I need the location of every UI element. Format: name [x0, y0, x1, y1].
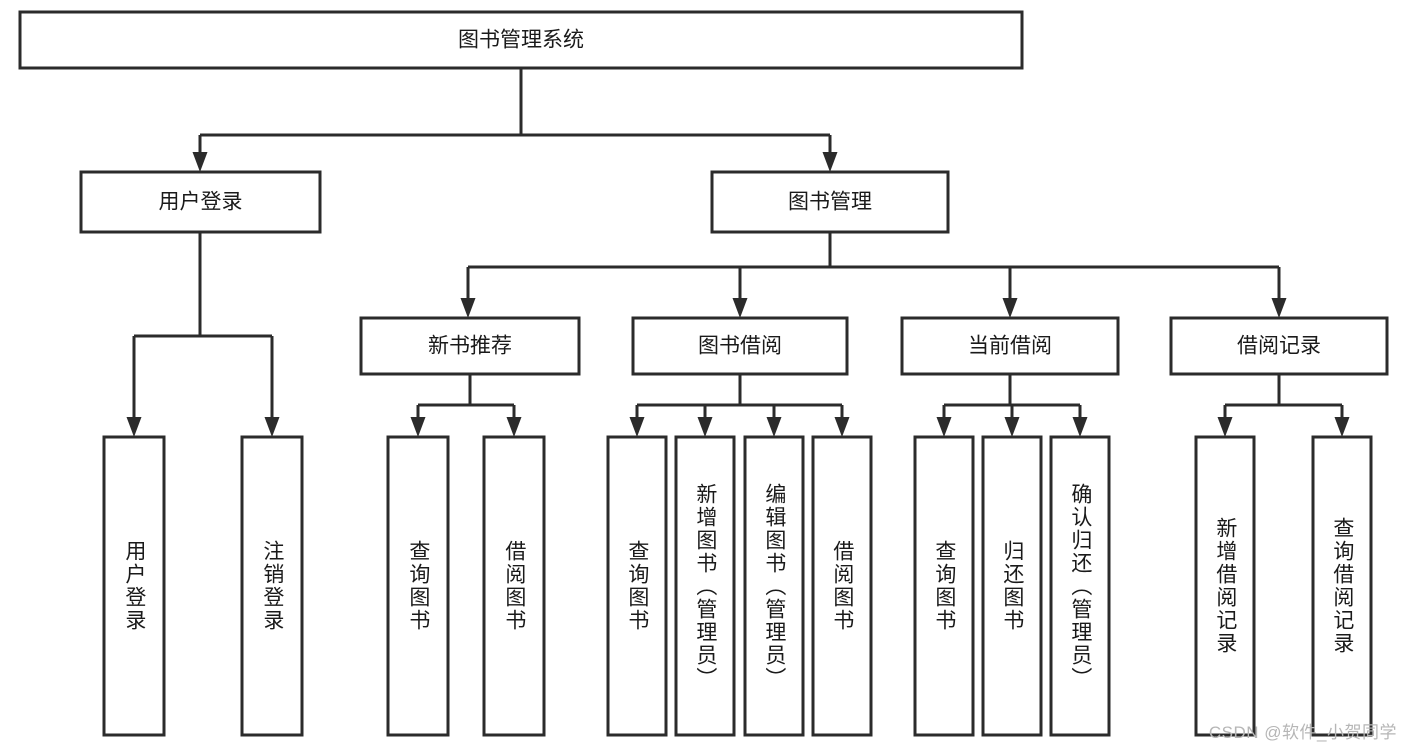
node-book-borrow[interactable]: 图书借阅 [631, 316, 849, 376]
node-label-user-login: 用户登录 [159, 191, 243, 214]
node-label-current-borrow: 当前借阅 [968, 335, 1052, 358]
connector-edge-to-leaf-logout [264, 336, 280, 437]
connector-edge-to-leaf-confirm-return [1072, 405, 1088, 437]
connector-edge-to-current-borrow [1002, 267, 1018, 318]
node-user-login[interactable]: 用户登录 [79, 170, 322, 234]
connector-edge-to-leaf-query-book-cur [936, 405, 952, 437]
node-box-leaf-add-record[interactable] [1194, 435, 1256, 737]
connector-edge-to-leaf-query-book-rec [410, 405, 426, 437]
connector-edge-to-leaf-borrow-book-rec [506, 405, 522, 437]
node-box-leaf-user-login[interactable] [102, 435, 166, 737]
connector-layer [126, 68, 1350, 437]
node-current-borrow[interactable]: 当前借阅 [900, 316, 1120, 376]
arrow-head-icon [822, 152, 838, 172]
arrow-head-icon [410, 417, 426, 437]
node-box-book-manage[interactable] [710, 170, 950, 234]
node-box-leaf-edit-book[interactable] [743, 435, 805, 737]
arrow-head-icon [766, 417, 782, 437]
node-borrow-record[interactable]: 借阅记录 [1169, 316, 1389, 376]
connector-edge-to-leaf-query-book [629, 405, 645, 437]
node-box-leaf-query-book-rec[interactable] [386, 435, 450, 737]
arrow-head-icon [936, 417, 952, 437]
arrow-head-icon [1002, 298, 1018, 318]
node-leaf-borrow-book[interactable] [811, 435, 873, 737]
arrow-head-icon [1004, 417, 1020, 437]
connector-edge-to-leaf-user-login [126, 336, 142, 437]
arrow-head-icon [1217, 417, 1233, 437]
connector-edge-to-leaf-edit-book [766, 405, 782, 437]
node-box-user-login[interactable] [79, 170, 322, 234]
node-leaf-query-book-rec[interactable] [386, 435, 450, 737]
node-leaf-logout[interactable] [240, 435, 304, 737]
arrow-head-icon [1334, 417, 1350, 437]
arrow-head-icon [629, 417, 645, 437]
arrow-head-icon [697, 417, 713, 437]
node-box-leaf-logout[interactable] [240, 435, 304, 737]
arrow-head-icon [834, 417, 850, 437]
node-box-leaf-add-book[interactable] [674, 435, 736, 737]
node-root[interactable]: 图书管理系统 [18, 10, 1024, 70]
node-leaf-edit-book[interactable] [743, 435, 805, 737]
connector-edge-to-leaf-add-record [1217, 405, 1233, 437]
node-label-book-manage: 图书管理 [788, 191, 872, 214]
arrow-head-icon [460, 298, 476, 318]
connector-edge-to-borrow-record [1271, 267, 1287, 318]
arrow-head-icon [126, 417, 142, 437]
node-box-leaf-query-book[interactable] [606, 435, 668, 737]
node-box-current-borrow[interactable] [900, 316, 1120, 376]
node-box-book-borrow[interactable] [631, 316, 849, 376]
node-book-manage[interactable]: 图书管理 [710, 170, 950, 234]
node-leaf-borrow-book-rec[interactable] [482, 435, 546, 737]
node-leaf-add-record[interactable] [1194, 435, 1256, 737]
node-box-root[interactable] [18, 10, 1024, 70]
connector-edge-to-book-manage [822, 135, 838, 172]
node-label-book-borrow: 图书借阅 [698, 335, 782, 358]
node-box-leaf-borrow-book-rec[interactable] [482, 435, 546, 737]
node-leaf-query-record[interactable] [1311, 435, 1373, 737]
node-new-book-rec[interactable]: 新书推荐 [359, 316, 581, 376]
arrow-head-icon [1072, 417, 1088, 437]
node-box-leaf-query-book-cur[interactable] [913, 435, 975, 737]
connector-edge-to-leaf-borrow-book [834, 405, 850, 437]
node-leaf-user-login[interactable] [102, 435, 166, 737]
connector-edge-to-book-borrow [732, 267, 748, 318]
node-box-leaf-query-record[interactable] [1311, 435, 1373, 737]
connector-edge-to-new-book-rec [460, 267, 476, 318]
node-box-borrow-record[interactable] [1169, 316, 1389, 376]
watermark-text: CSDN @软件_小贺同学 [1208, 723, 1397, 742]
node-label-new-book-rec: 新书推荐 [428, 335, 512, 358]
connector-edge-to-leaf-add-book [697, 405, 713, 437]
node-leaf-query-book[interactable] [606, 435, 668, 737]
node-box-new-book-rec[interactable] [359, 316, 581, 376]
node-box-leaf-confirm-return[interactable] [1049, 435, 1111, 737]
arrow-head-icon [192, 152, 208, 172]
connector-edge-to-leaf-return-book [1004, 405, 1020, 437]
node-leaf-return-book[interactable] [981, 435, 1043, 737]
node-leaf-add-book[interactable] [674, 435, 736, 737]
node-label-root: 图书管理系统 [458, 29, 584, 52]
node-label-borrow-record: 借阅记录 [1237, 335, 1321, 358]
connector-edge-to-leaf-query-record [1334, 405, 1350, 437]
node-leaf-query-book-cur[interactable] [913, 435, 975, 737]
connector-edge-to-user-login [192, 135, 208, 172]
node-box-leaf-return-book[interactable] [981, 435, 1043, 737]
node-leaf-confirm-return[interactable] [1049, 435, 1111, 737]
arrow-head-icon [1271, 298, 1287, 318]
arrow-head-icon [732, 298, 748, 318]
arrow-head-icon [506, 417, 522, 437]
arrow-head-icon [264, 417, 280, 437]
node-box-leaf-borrow-book[interactable] [811, 435, 873, 737]
